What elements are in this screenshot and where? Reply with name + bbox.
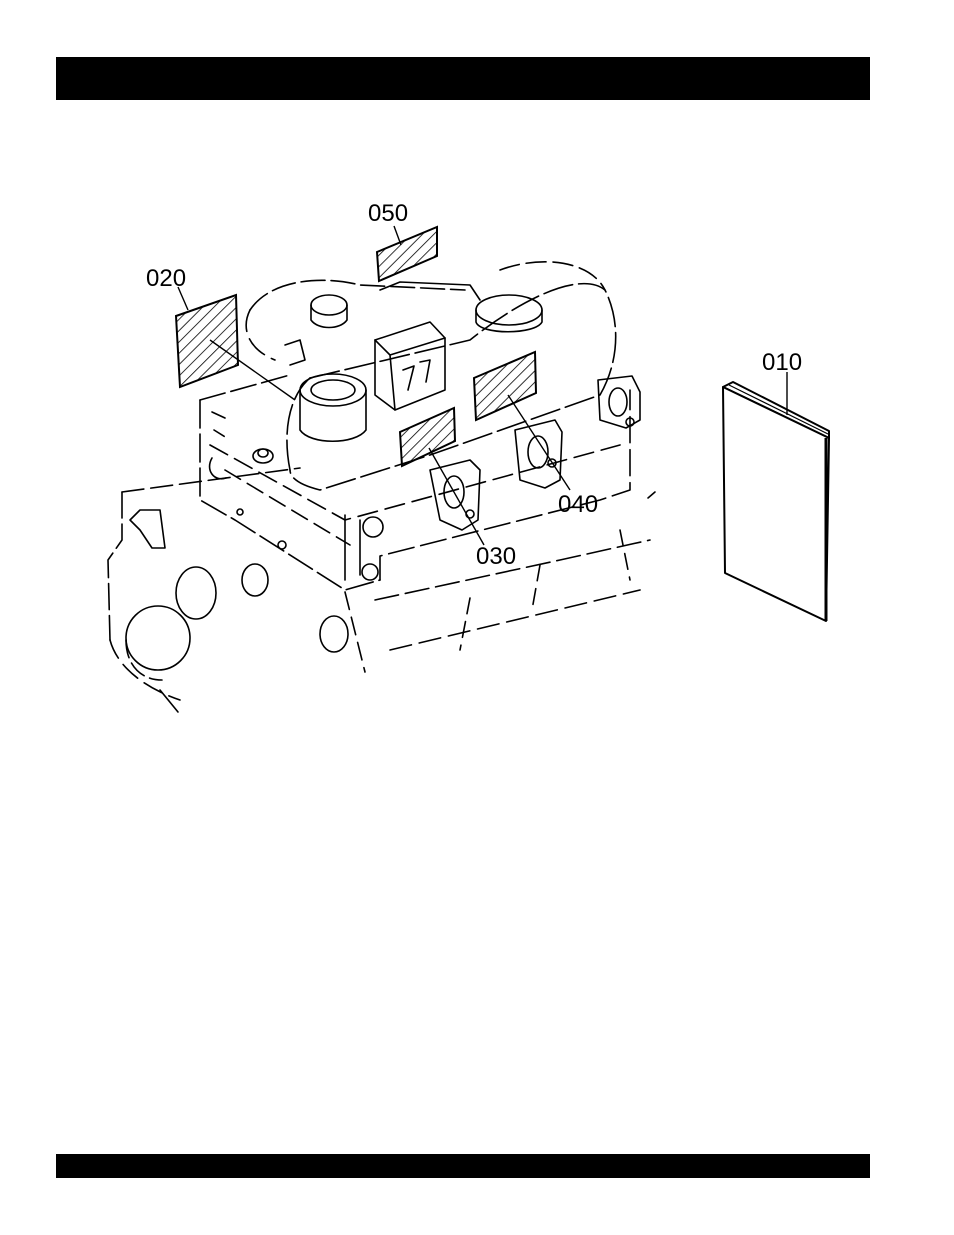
decal-020[interactable] (176, 295, 238, 387)
callout-010: 010 (762, 349, 802, 376)
callout-020: 020 (146, 265, 186, 292)
callout-030: 030 (476, 543, 516, 570)
decal-050[interactable] (377, 227, 437, 281)
decal-030[interactable] (400, 408, 455, 466)
manual-booklet-icon[interactable] (723, 382, 829, 621)
callout-050: 050 (368, 200, 408, 227)
footer-bar (56, 1154, 870, 1178)
decal-040[interactable] (474, 352, 536, 420)
callout-040: 040 (558, 491, 598, 518)
